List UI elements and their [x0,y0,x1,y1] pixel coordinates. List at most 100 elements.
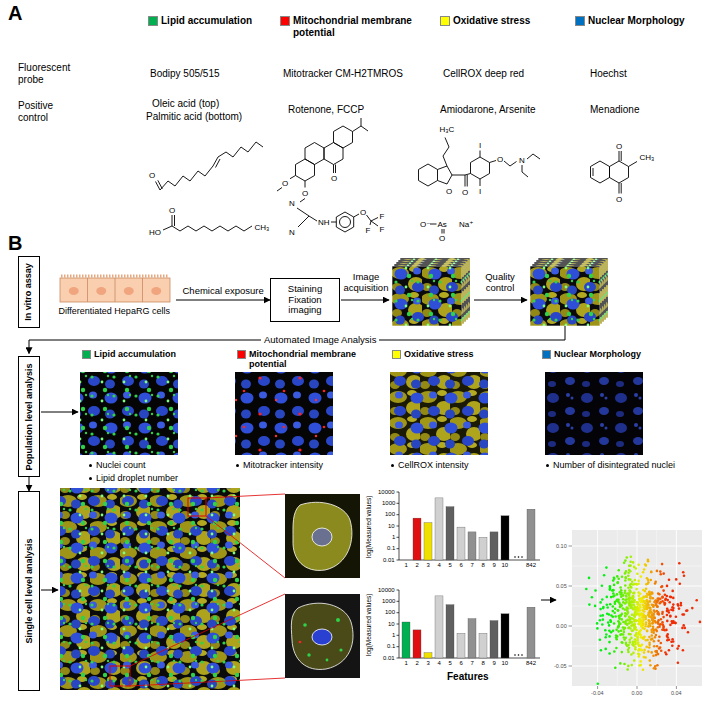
data-point [666,585,669,588]
data-point [634,579,637,582]
data-point [624,599,627,602]
data-point [649,593,652,596]
tick-label: 1 [405,660,408,667]
data-point [588,603,591,606]
population-images [80,372,643,455]
data-point [627,574,630,577]
atom-label: N [289,228,295,237]
data-point [660,601,663,604]
scatter-tick: 0.05 [556,583,567,589]
data-point [633,592,636,595]
bar [468,532,476,560]
tick-label: 0.01 [383,655,395,662]
data-point [629,578,632,581]
data-point [671,590,674,593]
bar [402,622,410,658]
data-point [634,641,637,644]
atom-label: O [446,187,452,196]
probe-name: Bodipy 505/515 [150,68,220,80]
data-point [651,638,654,641]
data-point [635,629,638,632]
data-point [647,625,650,628]
micrograph [60,488,240,690]
bar [446,605,454,658]
data-point [617,626,620,629]
data-point [617,630,620,633]
data-point [612,605,615,608]
data-point [674,622,677,625]
legend-swatch [82,350,91,359]
data-point [628,633,631,636]
data-point [644,656,647,659]
legend-text: Oxidative stress [453,15,573,27]
scatter-points [585,555,701,685]
data-point [633,659,636,662]
data-point [620,629,623,632]
data-point [686,609,689,612]
data-point [645,646,648,649]
flow-arrow [41,590,58,591]
data-point [615,647,618,650]
data-point [645,583,648,586]
data-point [649,595,652,598]
bar [468,619,476,658]
data-point [614,615,617,618]
data-point [662,616,665,619]
data-point [627,644,630,647]
tick-label: 3 [427,562,430,569]
data-point [619,623,622,626]
data-point [639,660,642,663]
bar [527,607,535,658]
data-point [660,573,663,576]
image-stack [530,258,608,326]
data-point [633,627,636,630]
data-point [684,627,687,630]
data-point [651,622,654,625]
cell-layer [60,278,170,302]
data-point [645,564,648,567]
hepatocyte-cells [60,276,170,302]
data-point [625,601,628,604]
data-point [596,622,599,625]
data-point [613,577,616,580]
data-point [678,607,681,610]
data-point [637,601,640,604]
data-point [647,581,650,584]
oleic-acid-structure [156,142,264,190]
data-point [627,571,630,574]
flow-arrow [541,600,556,601]
data-point [643,615,646,618]
data-point [651,634,654,637]
data-point [649,593,652,596]
data-point [648,646,651,649]
data-point [632,652,635,655]
data-point [654,621,657,624]
legend-text: Mitochondrial membrane potential [293,15,433,38]
data-point [633,592,636,595]
legend-swatch [280,16,290,26]
data-point [624,612,627,615]
bar [457,633,465,658]
data-point [608,624,611,627]
data-point [671,638,674,641]
micrograph [390,372,488,455]
data-point [621,651,624,654]
bar [457,527,465,560]
connector [176,300,270,301]
data-point [643,651,646,654]
legend-text: Lipid accumulation [94,349,224,359]
ellipsis-dot [521,556,523,558]
data-point [615,638,618,641]
data-point [632,643,635,646]
micrograph [60,488,240,690]
data-point [633,606,636,609]
data-point [653,640,656,643]
data-point [601,598,604,601]
atom-label: F [380,212,385,221]
tick-label: 1000 [382,598,395,605]
data-point [640,575,643,578]
data-point [599,638,602,641]
data-point [627,665,630,668]
data-point [650,579,653,582]
data-point [642,604,645,607]
